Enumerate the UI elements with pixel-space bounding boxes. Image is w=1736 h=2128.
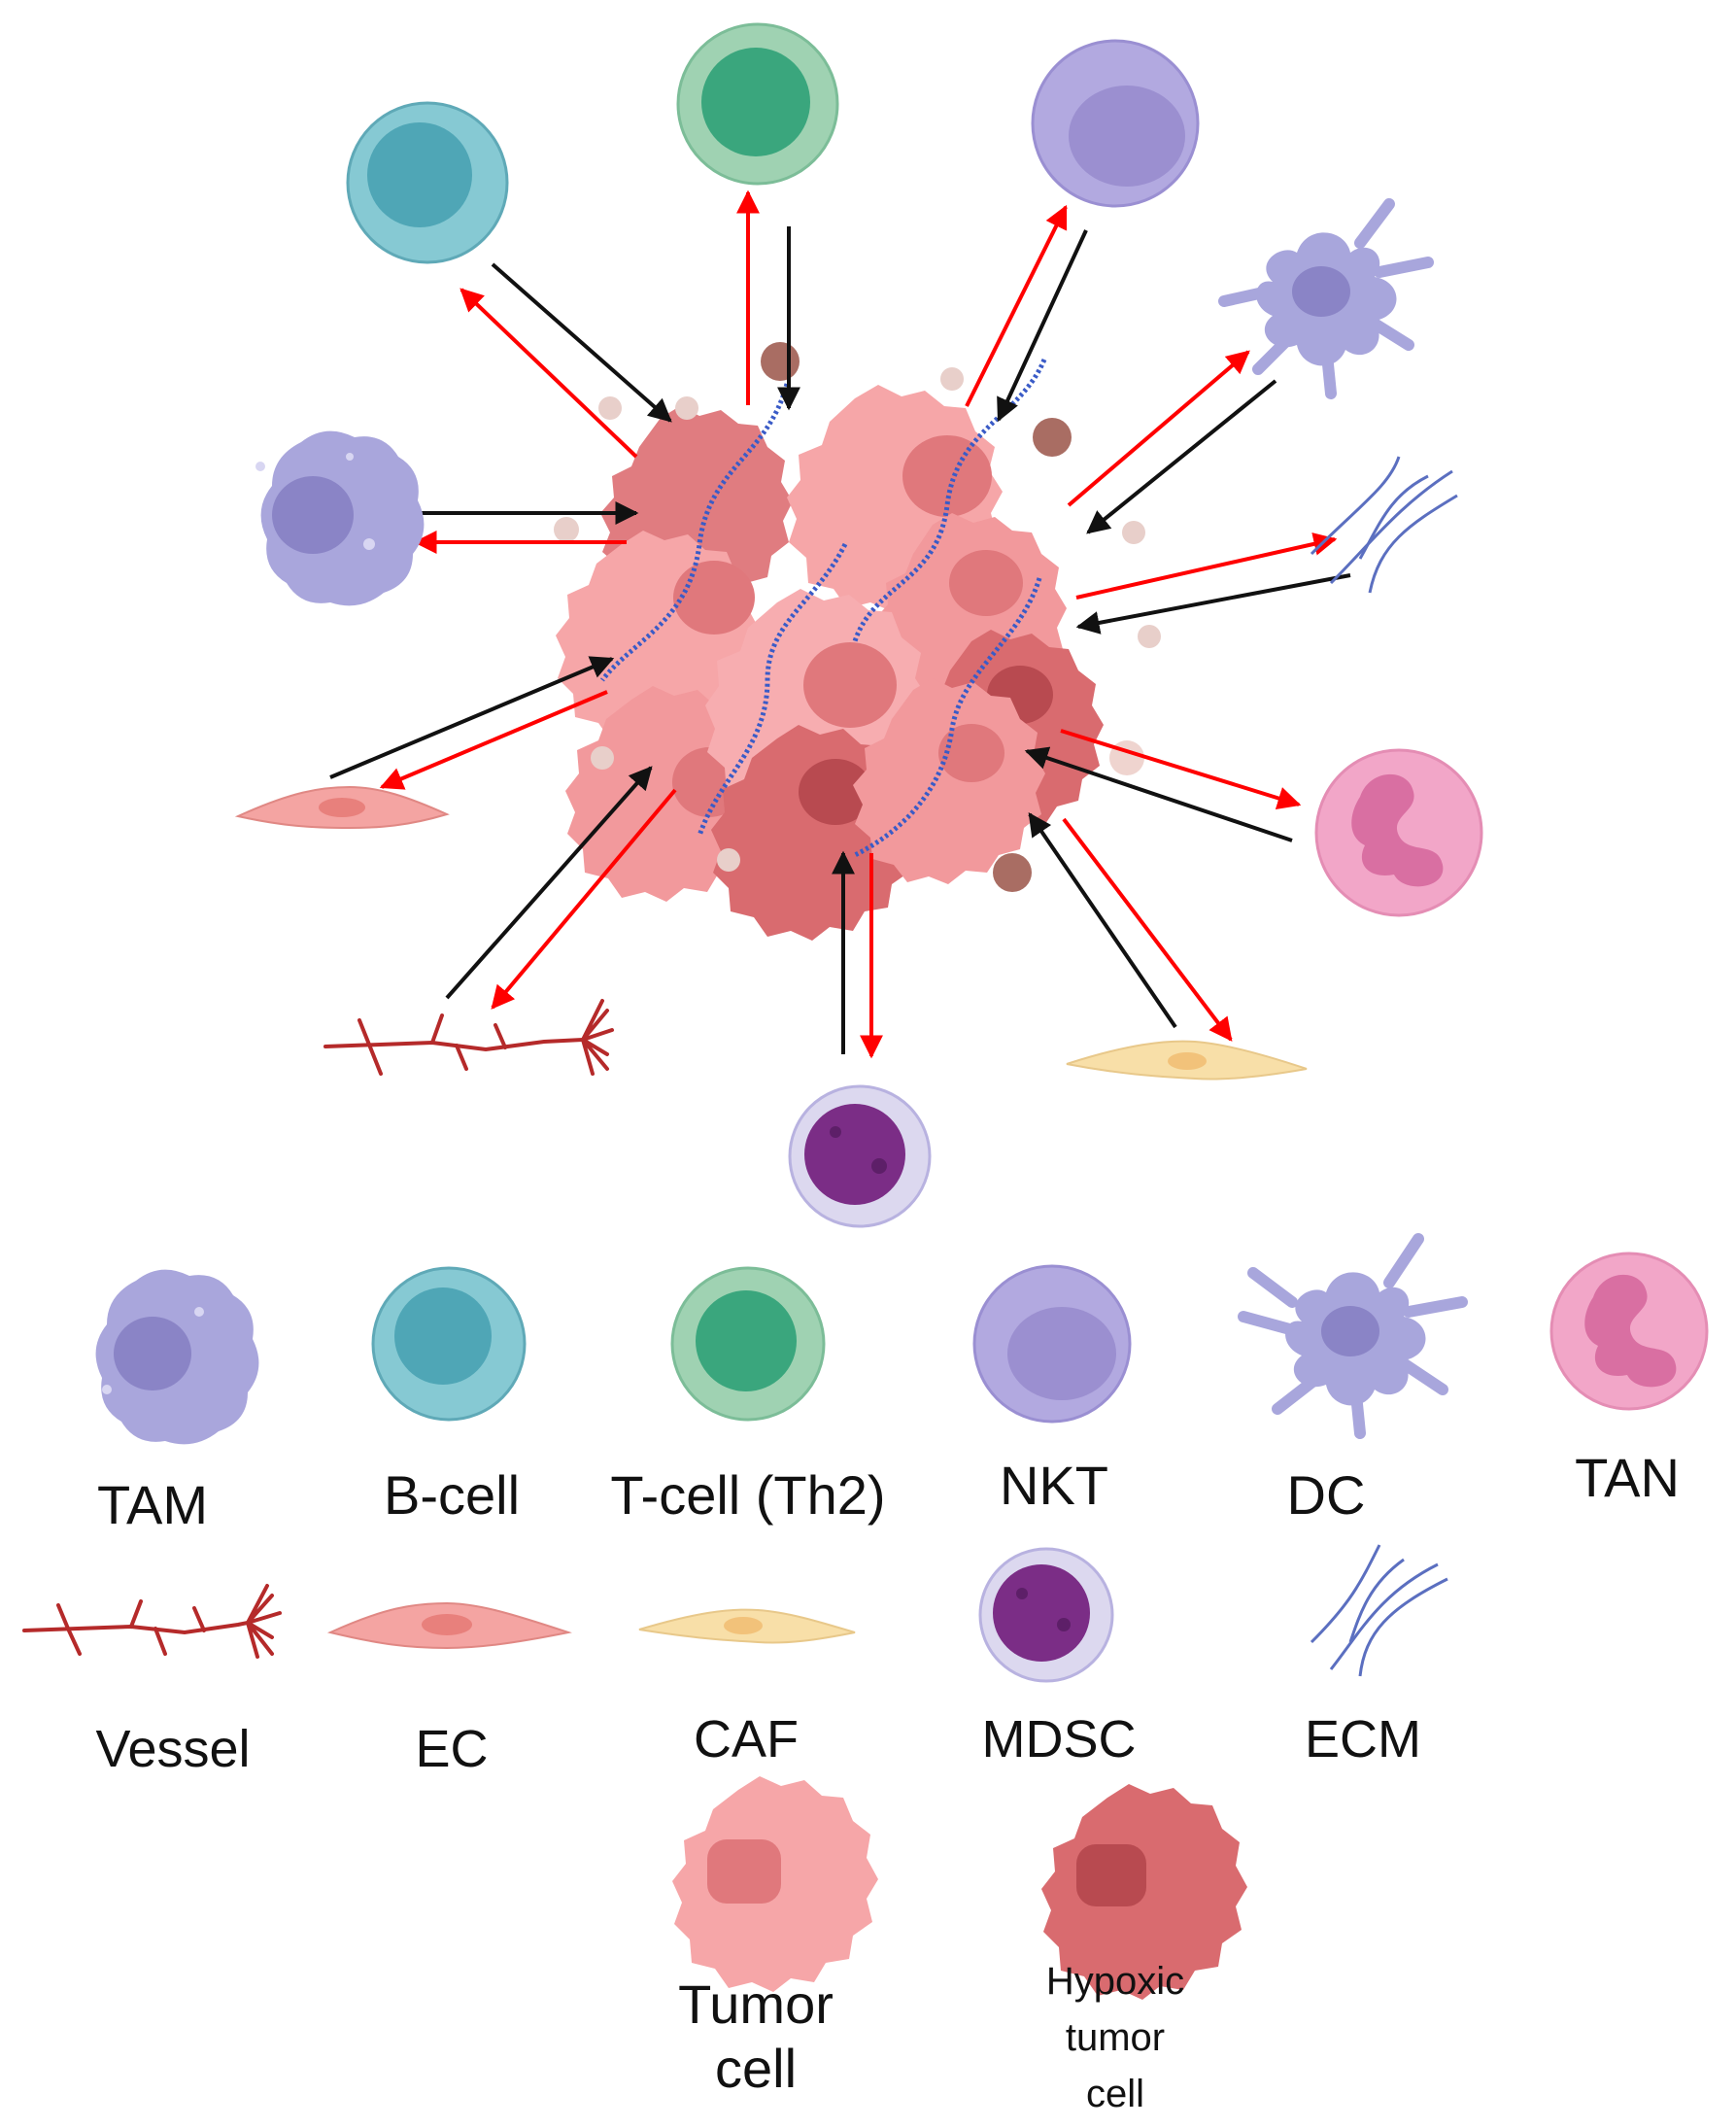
t-cell-peripheral (676, 22, 839, 186)
legend-caf-label: CAF (694, 1710, 799, 1768)
dc-peripheral (1218, 198, 1434, 399)
legend-hypoxic-label-line1: Hypoxic (1046, 1960, 1184, 2003)
tam-peripheral (255, 430, 425, 606)
nkt-peripheral (1031, 39, 1200, 208)
tan-peripheral (1314, 748, 1483, 917)
ecm-peripheral (1310, 456, 1458, 594)
legend-nkt-icon (972, 1264, 1132, 1424)
legend-tumor-cell-label-line2: cell (715, 2038, 797, 2099)
legend-dc-icon (1238, 1233, 1468, 1439)
b-cell-peripheral (346, 101, 509, 264)
legend-tumor-cell-label-line1: Tumor (678, 1974, 834, 2035)
legend-hypoxic-label-line2: tumor (1066, 2016, 1165, 2059)
caf-peripheral (1066, 1040, 1308, 1081)
legend-ecm-label: ECM (1305, 1710, 1421, 1768)
legend-vessel-label: Vessel (95, 1720, 250, 1778)
legend-vessel-icon (22, 1584, 282, 1659)
legend-t-cell-label: T-cell (Th2) (610, 1464, 885, 1526)
tumor-cell (853, 678, 1045, 884)
legend-caf-icon (638, 1608, 856, 1644)
legend-tan-icon (1549, 1252, 1709, 1411)
legend-ecm-icon (1310, 1544, 1448, 1677)
legend-ec-label: EC (415, 1720, 488, 1778)
legend-b-cell-icon (371, 1266, 527, 1422)
legend-mdsc-icon (978, 1547, 1114, 1683)
mdsc-peripheral (788, 1084, 932, 1228)
legend-mdsc-label: MDSC (982, 1710, 1137, 1768)
legend-t-cell-icon (670, 1266, 826, 1422)
legend-ec-icon (326, 1601, 572, 1650)
ec-peripheral (234, 785, 450, 830)
legend-nkt-label: NKT (1000, 1455, 1108, 1516)
legend-tam-label: TAM (97, 1474, 208, 1535)
vessel-peripheral (323, 999, 614, 1076)
legend-dc-label: DC (1287, 1464, 1366, 1526)
legend-hypoxic-tumor-cell-icon (1041, 1784, 1247, 2000)
arrows-to-tumor (329, 226, 1351, 1054)
legend-b-cell-label: B-cell (384, 1464, 520, 1526)
legend-tan-label: TAN (1575, 1447, 1680, 1508)
legend-tumor-cell-icon (672, 1776, 878, 1992)
tumor-cluster (556, 359, 1104, 941)
legend-hypoxic-label-line3: cell (1086, 2073, 1144, 2115)
arrows-from-tumor (379, 189, 1338, 1059)
legend-tam-icon (95, 1269, 259, 1445)
